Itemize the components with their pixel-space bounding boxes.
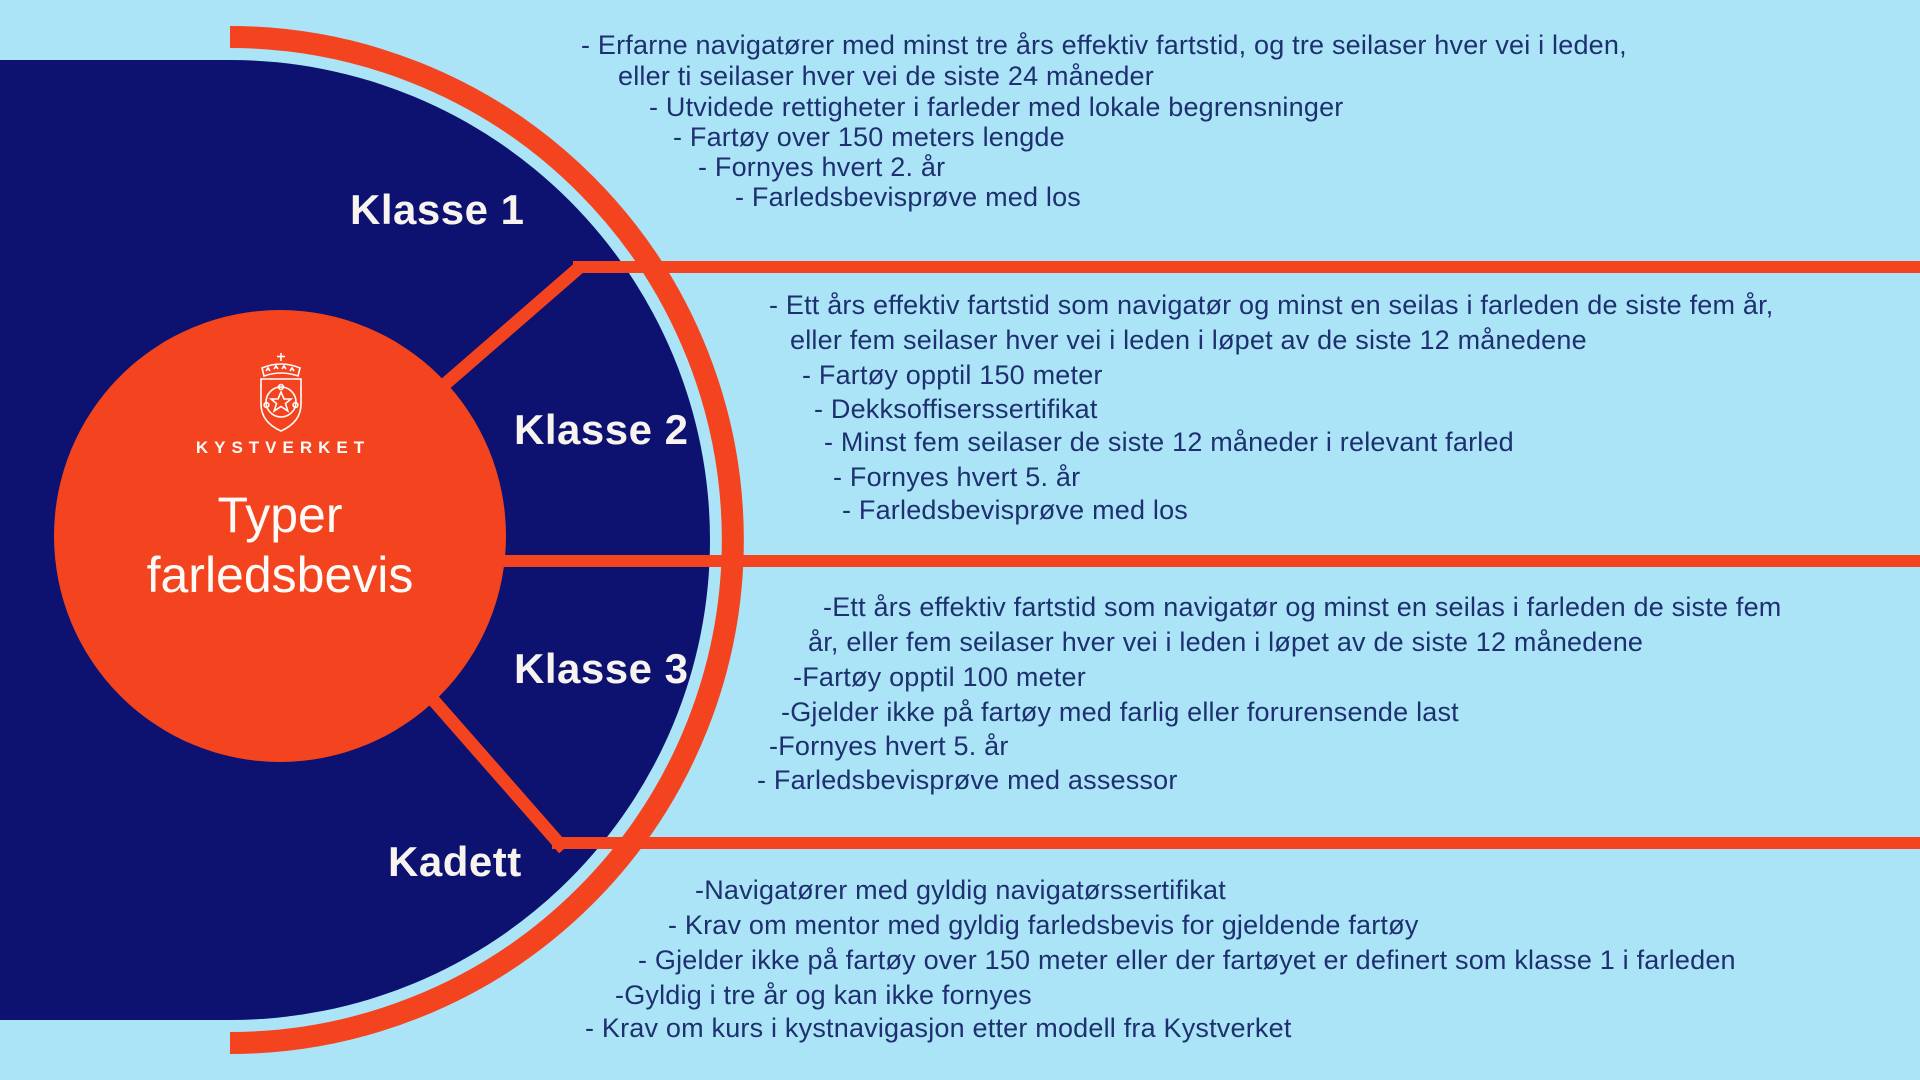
requirement-line: -Fartøy opptil 100 meter (793, 662, 1086, 692)
requirement-line: -Gjelder ikke på fartøy med farlig eller… (781, 697, 1459, 727)
kystverket-logo-icon (254, 352, 308, 434)
requirement-line: - Gjelder ikke på fartøy over 150 meter … (638, 945, 1736, 975)
requirement-line: år, eller fem seilaser hver vei i leden … (808, 627, 1644, 657)
requirement-line: -Ett års effektiv fartstid som navigatør… (823, 592, 1782, 622)
requirement-line: - Erfarne navigatører med minst tre års … (581, 30, 1627, 60)
center-circle (54, 310, 506, 762)
requirement-line: - Farledsbevisprøve med los (842, 495, 1189, 525)
requirement-line: -Gyldig i tre år og kan ikke fornyes (615, 980, 1032, 1010)
requirement-line: - Fornyes hvert 5. år (833, 462, 1081, 492)
class-label-kadett: Kadett (388, 838, 522, 885)
class-label-klasse-2: Klasse 2 (514, 406, 689, 453)
divider-line-1 (573, 261, 1920, 273)
requirement-line: - Fornyes hvert 2. år (698, 152, 946, 182)
requirement-line: eller fem seilaser hver vei i leden i lø… (790, 325, 1587, 355)
center-title-line2: farledsbevis (146, 547, 414, 603)
requirement-line: - Dekksoffiserssertifikat (814, 394, 1098, 424)
divider-diagonal-top (431, 261, 586, 397)
requirement-line: - Farledsbevisprøve med los (735, 182, 1082, 212)
divider-diagonal-bottom (423, 689, 569, 854)
divider-line-2 (495, 555, 1920, 567)
requirement-line: - Krav om kurs i kystnavigasjon etter mo… (585, 1013, 1292, 1043)
requirement-line: - Utvidede rettigheter i farleder med lo… (649, 92, 1344, 122)
requirement-line: - Fartøy over 150 meters lengde (673, 122, 1065, 152)
requirement-line: - Minst fem seilaser de siste 12 måneder… (824, 427, 1514, 457)
center-title-line1: Typer (217, 487, 343, 543)
class-label-klasse-3: Klasse 3 (514, 645, 689, 692)
divider-line-3 (552, 837, 1920, 849)
orange-arc (229, 26, 744, 1054)
requirement-line: -Navigatører med gyldig navigatørssertif… (695, 875, 1226, 905)
requirement-line: - Farledsbevisprøve med assessor (757, 765, 1178, 795)
requirement-line: - Ett års effektiv fartstid som navigatø… (769, 290, 1774, 320)
requirement-line: - Fartøy opptil 150 meter (802, 360, 1103, 390)
requirement-line: eller ti seilaser hver vei de siste 24 m… (618, 61, 1154, 91)
kystverket-wordmark: KYSTVERKET (195, 438, 371, 457)
requirement-line: -Fornyes hvert 5. år (769, 731, 1009, 761)
requirement-line: - Krav om mentor med gyldig farledsbevis… (668, 910, 1419, 940)
class-label-klasse-1: Klasse 1 (350, 186, 525, 233)
